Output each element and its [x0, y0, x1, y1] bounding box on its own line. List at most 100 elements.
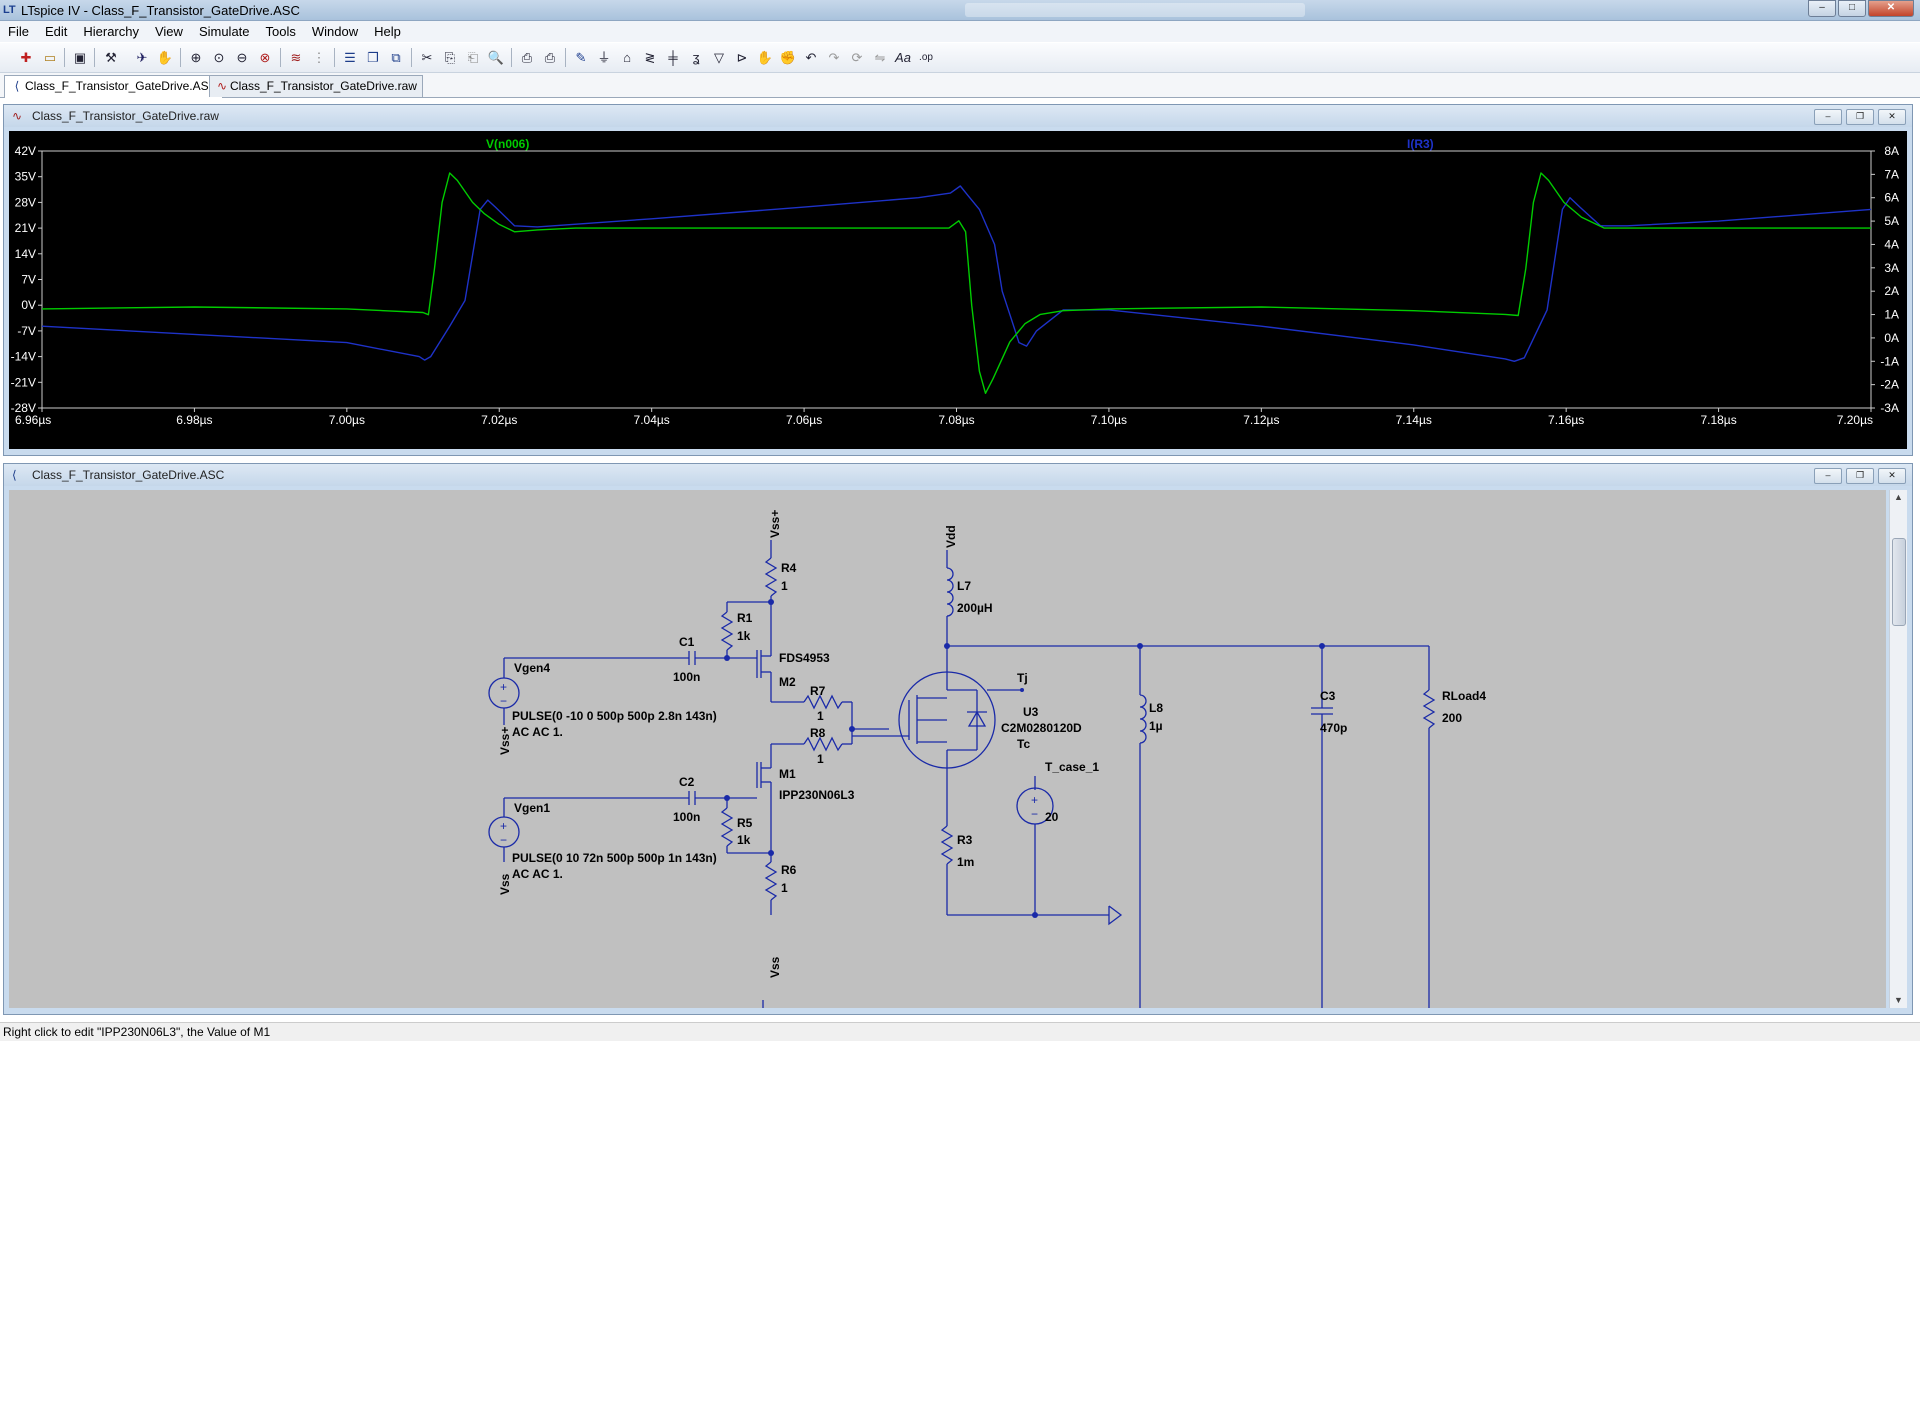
text-icon[interactable]: Aa	[895, 50, 911, 65]
l7-value[interactable]: 200µH	[957, 601, 993, 615]
autorange-icon[interactable]: ≋	[290, 50, 302, 65]
zoom-in-icon[interactable]: ⊕	[190, 50, 202, 65]
undo-icon[interactable]: ↶	[805, 50, 817, 65]
schematic-minimize-button[interactable]: –	[1814, 468, 1842, 484]
c1-value[interactable]: 100n	[673, 670, 700, 684]
menu-tools[interactable]: Tools	[265, 24, 296, 39]
schematic-vertical-scrollbar[interactable]: ▲ ▼	[1889, 490, 1907, 1008]
waveform-restore-button[interactable]: ❐	[1846, 109, 1874, 125]
m2-part[interactable]: FDS4953	[779, 651, 830, 665]
net-tj[interactable]: Tj	[1017, 671, 1028, 685]
menu-file[interactable]: File	[8, 24, 29, 39]
r4-value[interactable]: 1	[781, 579, 788, 593]
u3-part[interactable]: C2M0280120D	[1001, 721, 1082, 735]
r7-value[interactable]: 1	[817, 709, 824, 723]
vgen4-pulse[interactable]: PULSE(0 -10 0 500p 500p 2.8n 143n)	[512, 709, 717, 723]
vgen4-ac[interactable]: AC AC 1.	[512, 725, 563, 739]
rload4-value[interactable]: 200	[1442, 711, 1462, 725]
minimize-button[interactable]: –	[1808, 0, 1836, 17]
zoom-area-icon[interactable]: ⊙	[213, 50, 225, 65]
menu-edit[interactable]: Edit	[44, 24, 68, 39]
m1-part[interactable]: IPP230N06L3	[779, 788, 855, 802]
save-icon[interactable]: ▣	[73, 50, 87, 65]
tile-icon[interactable]: ⧉	[391, 50, 401, 65]
tab-waveform[interactable]: ∿Class_F_Transistor_GateDrive.raw	[209, 75, 423, 97]
zoom-fit-icon[interactable]: ⊗	[259, 50, 271, 65]
c2-label[interactable]: C2	[679, 775, 695, 789]
menu-simulate[interactable]: Simulate	[198, 24, 250, 39]
label-net-icon[interactable]: ⌂	[623, 50, 631, 65]
scrollbar-thumb[interactable]	[1892, 538, 1906, 626]
c1-label[interactable]: C1	[679, 635, 695, 649]
menu-hierarchy[interactable]: Hierarchy	[83, 24, 139, 39]
c2-value[interactable]: 100n	[673, 810, 700, 824]
rotate-icon[interactable]: ⟳	[851, 50, 863, 65]
r1-value[interactable]: 1k	[737, 629, 751, 643]
inductor-icon[interactable]: ʓ	[692, 50, 700, 65]
vgen1-ac[interactable]: AC AC 1.	[512, 867, 563, 881]
control-panel-icon[interactable]: ⚒	[105, 50, 117, 65]
cascade-icon[interactable]: ❐	[367, 50, 379, 65]
scroll-down-arrow-icon[interactable]: ▼	[1894, 995, 1903, 1005]
r5-value[interactable]: 1k	[737, 833, 751, 847]
legend-i-r3[interactable]: I(R3)	[1407, 137, 1434, 151]
c3-value[interactable]: 470p	[1320, 721, 1347, 735]
r6-value[interactable]: 1	[781, 881, 788, 895]
net-vss-bottom[interactable]: Vss	[768, 956, 782, 978]
diode-icon[interactable]: ▽	[714, 50, 724, 65]
zoom-out-icon[interactable]: ⊖	[236, 50, 248, 65]
schematic-window-titlebar[interactable]: ⟨ Class_F_Transistor_GateDrive.ASC – ❐ ✕	[4, 464, 1912, 486]
redo-icon[interactable]: ↷	[828, 50, 840, 65]
close-button[interactable]: ✕	[1868, 0, 1914, 17]
net-vss-plus-top[interactable]: Vss+	[768, 510, 782, 538]
legend-v-n006[interactable]: V(n006)	[486, 137, 529, 151]
r6-label[interactable]: R6	[781, 863, 797, 877]
print-preview-icon[interactable]: ⎙	[521, 50, 533, 65]
r8-label[interactable]: R8	[810, 726, 826, 740]
component-icon[interactable]: ⊳	[736, 50, 748, 65]
menu-help[interactable]: Help	[374, 24, 401, 39]
move-icon[interactable]: ✋	[756, 50, 774, 65]
mirror-icon[interactable]: ⇋	[874, 50, 886, 65]
vgen4-label[interactable]: Vgen4	[514, 661, 550, 675]
draw-wire-icon[interactable]: ✎	[575, 50, 587, 65]
r8-value[interactable]: 1	[817, 752, 824, 766]
vgen1-label[interactable]: Vgen1	[514, 801, 550, 815]
net-vdd[interactable]: Vdd	[944, 525, 958, 548]
t-case-label[interactable]: T_case_1	[1045, 760, 1099, 774]
l8-value[interactable]: 1µ	[1149, 719, 1163, 733]
paste-icon[interactable]: ⎗	[467, 50, 479, 65]
series-i-r3-trace[interactable]	[41, 185, 1872, 363]
r5-label[interactable]: R5	[737, 816, 753, 830]
vgen1-pulse[interactable]: PULSE(0 10 72n 500p 500p 1n 143n)	[512, 851, 717, 865]
m2-label[interactable]: M2	[779, 675, 796, 689]
net-vss-left[interactable]: Vss	[498, 873, 512, 895]
find-icon[interactable]: 🔍	[487, 50, 505, 65]
tab-schematic[interactable]: ⟨Class_F_Transistor_GateDrive.ASC	[4, 75, 224, 98]
m1-label[interactable]: M1	[779, 767, 796, 781]
waveform-minimize-button[interactable]: –	[1814, 109, 1842, 125]
capacitor-icon[interactable]: ╪	[668, 50, 678, 65]
ground-icon[interactable]: ⏚	[597, 50, 611, 65]
waveform-window-titlebar[interactable]: ∿ Class_F_Transistor_GateDrive.raw – ❐ ✕	[4, 105, 1912, 127]
schematic-canvas[interactable]: Vss+ R4 1 R1 1k C1 100n FDS4953 M2 Vgen4…	[9, 490, 1886, 1008]
rload4-label[interactable]: RLoad4	[1442, 689, 1486, 703]
spice-directive-icon[interactable]: .op	[919, 52, 933, 63]
maximize-button[interactable]: □	[1838, 0, 1866, 17]
menu-window[interactable]: Window	[311, 24, 359, 39]
drag-icon[interactable]: ✊	[779, 50, 797, 65]
t-case-value[interactable]: 20	[1045, 810, 1059, 824]
copy-icon[interactable]: ⎘	[444, 50, 456, 65]
cut-icon[interactable]: ✂	[421, 50, 433, 65]
l8-label[interactable]: L8	[1149, 701, 1163, 715]
scroll-up-arrow-icon[interactable]: ▲	[1894, 492, 1903, 502]
print-icon[interactable]: ⎙	[544, 50, 556, 65]
u3-label[interactable]: U3	[1023, 705, 1039, 719]
net-vss-plus-left[interactable]: Vss+	[498, 727, 512, 755]
new-schematic-icon[interactable]: ✚	[20, 50, 32, 65]
resistor-icon[interactable]: ≷	[644, 50, 656, 65]
r3-value[interactable]: 1m	[957, 855, 974, 869]
grid-icon[interactable]: ⋮	[312, 50, 326, 65]
menu-view[interactable]: View	[154, 24, 183, 39]
